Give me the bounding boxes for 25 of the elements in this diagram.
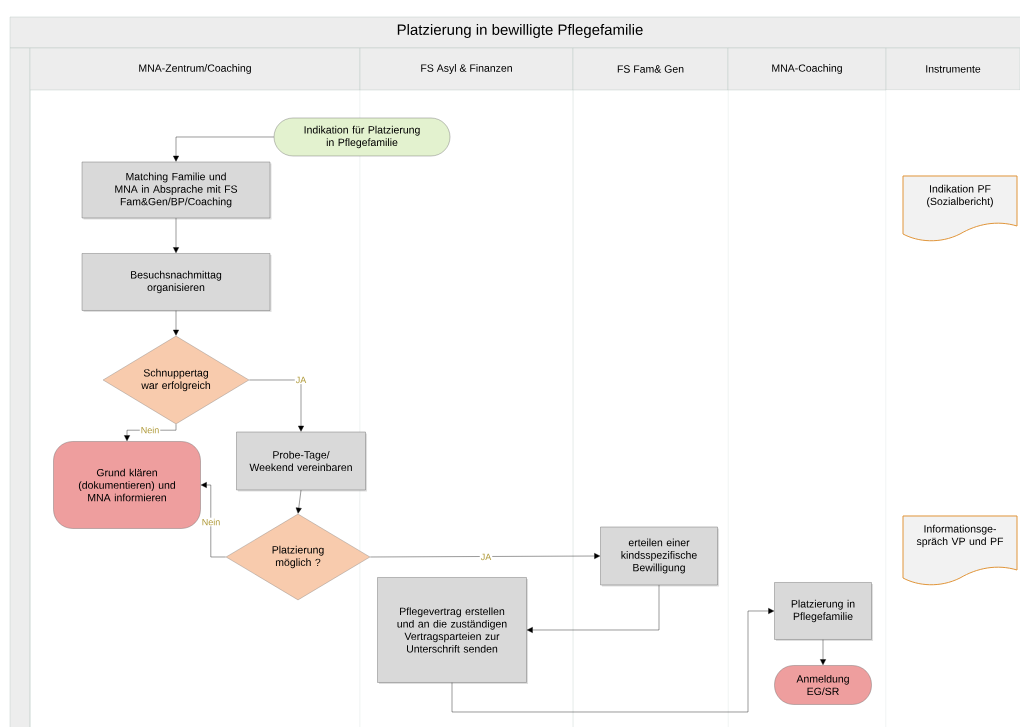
arrow (200, 482, 226, 558)
process-box: Pflegevertrag erstellen und an die zuständigen Vertragsparteien zur Unterschrift senden (377, 577, 528, 684)
edge-label: Nein (139, 425, 161, 435)
arrow (173, 218, 179, 254)
edge-label: JA (294, 375, 308, 385)
start-terminator: Indikation für Platzierung in Pflegefamilie (273, 117, 451, 157)
edge-label: JA (479, 552, 493, 562)
process-box: Matching Familie und MNA in Absprache mit FS Fam&Gen/BP/Coaching (81, 161, 272, 220)
end-terminator: Grund klären (dokumentieren) und MNA informieren (53, 441, 201, 529)
arrow (370, 553, 601, 559)
process-box: erteilen einer kindsspezifische Bewilligung (600, 526, 719, 587)
process-box: Platzierung in Pflegefamilie (774, 582, 873, 641)
edge-label: Nein (200, 517, 222, 527)
end-terminator: Anmeldung EG/SR (774, 665, 872, 705)
process-box: Probe-Tage/ Weekend vereinbaren (236, 431, 367, 492)
arrow (295, 490, 302, 514)
arrow (124, 424, 177, 442)
process-box: Besuchsnachmittag organisieren (81, 253, 272, 312)
arrow (451, 608, 775, 713)
arrow (173, 136, 274, 162)
arrow (820, 639, 826, 666)
arrow (526, 585, 660, 633)
arrow (173, 310, 179, 336)
arrow (249, 379, 304, 432)
title: Platzierung in bewilligte Pflegefamilie (397, 24, 643, 38)
